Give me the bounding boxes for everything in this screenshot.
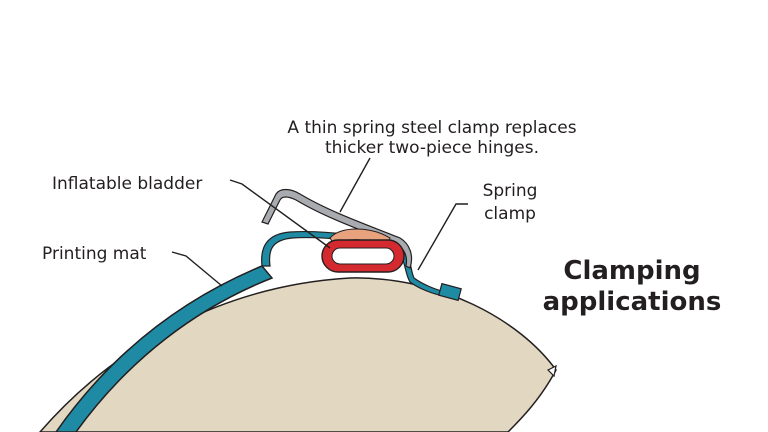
spring-clamp-foot [438,282,462,302]
diagram-title-line1: Clamping [563,256,700,286]
printing-mat [55,265,274,432]
diagram-title-line2: applications [543,287,722,317]
steel-clamp-label-line1: A thin spring steel clamp replaces [287,118,576,138]
inflatable-bladder-inner [331,247,395,265]
leader-steel-clamp [339,157,371,213]
leader-spring-clamp [417,203,468,271]
mat-label: Printing mat [42,244,147,264]
spring-clamp-label-line2: clamp [484,204,536,224]
leader-bladder [229,179,331,249]
bladder-label: Inflatable bladder [52,174,202,194]
print-cylinder [39,277,557,432]
leader-mat [171,251,223,287]
spring-clamp-label-line1: Spring [483,181,538,201]
steel-clamp-label-line2: thicker two-piece hinges. [325,138,539,158]
steel-clamp [261,188,413,269]
cylinder-notch [546,364,557,378]
